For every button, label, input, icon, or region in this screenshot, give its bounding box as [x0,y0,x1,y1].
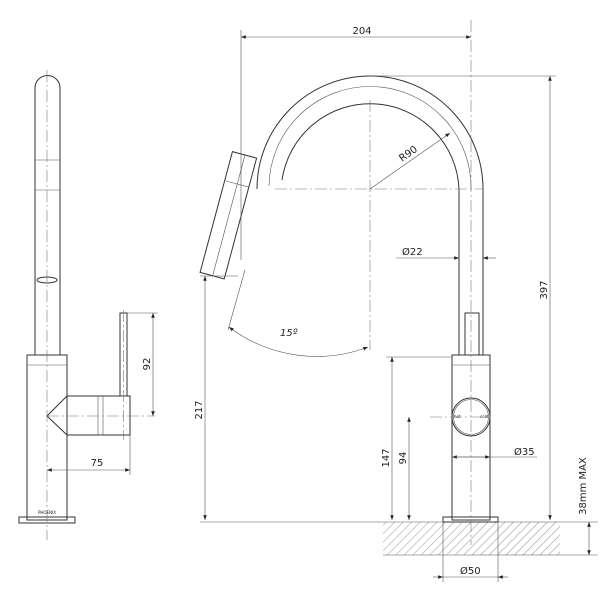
dim-handle-height: 94 [398,452,409,465]
dim-spout-diameter: Ø22 [402,246,423,258]
dim-reach: 204 [352,26,371,37]
side-spout [34,75,61,355]
side-handle-joint [46,395,68,436]
dim-spout-height: 217 [194,400,205,419]
dim-spray-angle: 15º [280,328,298,339]
dim-radius: R90 [397,144,419,164]
dim-base-diameter: Ø50 [460,565,481,577]
dim-body-height: 147 [381,448,392,467]
side-view: PHOENIX 92 75 [18,70,158,540]
side-handle [66,395,131,436]
lever [464,312,480,356]
dim-bench-thickness: 38mm MAX [578,457,589,515]
pull-out-spray-head [199,151,258,280]
base-plate [442,516,499,523]
brand-mark: PHOENIX [38,510,56,515]
bench-section [383,522,560,555]
dim-lever-length: 92 [142,358,153,371]
dim-total-height: 397 [539,280,550,299]
cold-mark: cold [480,414,489,419]
dim-body-diameter: Ø35 [514,446,535,458]
spout-inner [281,103,460,355]
front-view: hot cold 204 R90 Ø22 397 217 15º 147 [194,20,598,582]
dim-handle-projection: 75 [91,458,104,469]
hot-mark: hot [454,414,461,419]
